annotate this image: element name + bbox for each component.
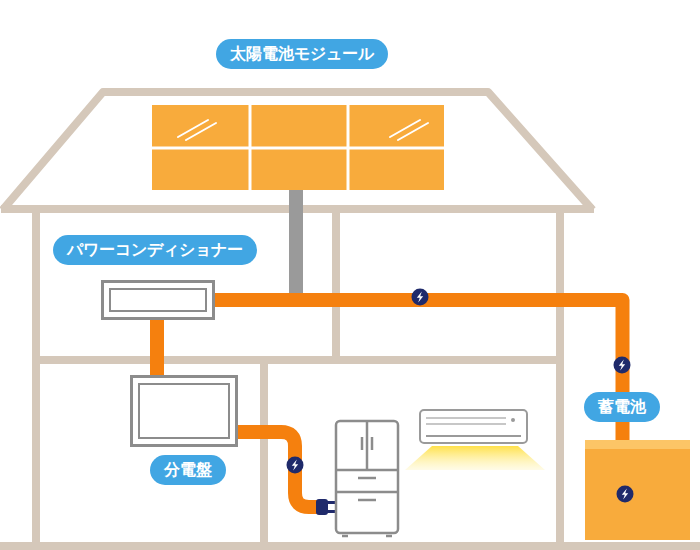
left-wall (32, 209, 40, 545)
inner-wall (332, 209, 340, 360)
bolt-badge (287, 457, 304, 474)
solar-module: 太陽電池モジュール (152, 105, 444, 190)
callout-label: 蓄電池 (584, 392, 660, 422)
power-line (150, 320, 164, 375)
fridge-door (336, 491, 398, 494)
panel-glint (398, 123, 428, 140)
callout-label: パワーコンディショナー (53, 235, 257, 265)
ac-body (420, 410, 527, 443)
air-conditioner (420, 410, 527, 443)
fridge-handle (371, 437, 374, 450)
fridge-foot (386, 535, 392, 538)
badge-circle (287, 457, 304, 474)
badge-group (287, 289, 634, 503)
fridge-handle (358, 499, 376, 502)
bolt-badge (617, 486, 634, 503)
right-wall (556, 209, 564, 545)
fridge (336, 421, 398, 536)
plug-prong (327, 501, 336, 504)
badge-circle (617, 486, 634, 503)
badge-circle (412, 289, 429, 306)
ac-vent (426, 423, 506, 425)
inner-wall (260, 360, 268, 545)
battery-case (585, 440, 690, 540)
battery-lid (585, 440, 690, 449)
callout-label: 分電盤 (150, 455, 226, 485)
bolt-symbol (622, 489, 628, 500)
bolt-symbol (619, 360, 625, 371)
outlet-wire (238, 432, 318, 507)
bolt-symbol (292, 460, 298, 471)
battery-body (585, 440, 690, 540)
fridge-handle (358, 477, 376, 480)
airflow-glow (405, 446, 545, 470)
callout-label: 太陽電池モジュール (216, 39, 388, 69)
floor-line (36, 356, 560, 364)
bolt-badge (412, 289, 429, 306)
bolt-badge (614, 357, 631, 374)
ground-line (0, 542, 700, 550)
ac-vent (426, 417, 506, 419)
fridge-body (336, 421, 398, 533)
fridge-foot (342, 535, 348, 538)
plug-body (316, 499, 328, 515)
panel-grid (152, 147, 444, 150)
panel-glint (390, 120, 420, 137)
solar-panel-body (152, 105, 444, 190)
panel-glint (186, 123, 216, 140)
roof-outline (5, 92, 590, 207)
fridge-door (366, 421, 369, 470)
badge-circle (614, 357, 631, 374)
power-conditioner: パワーコンディショナー (101, 280, 215, 320)
power-line (215, 300, 623, 440)
fridge-handle (361, 437, 364, 450)
solar-panel (152, 105, 444, 190)
ac-lamp (511, 418, 515, 422)
distribution-board: 分電盤 (130, 375, 238, 447)
storage-battery: 蓄電池 (585, 440, 690, 540)
panel-glint (178, 120, 208, 137)
plug-icon (316, 499, 336, 515)
plug-prong (327, 510, 336, 513)
ac-louver (426, 435, 521, 437)
bolt-symbol (417, 292, 423, 303)
